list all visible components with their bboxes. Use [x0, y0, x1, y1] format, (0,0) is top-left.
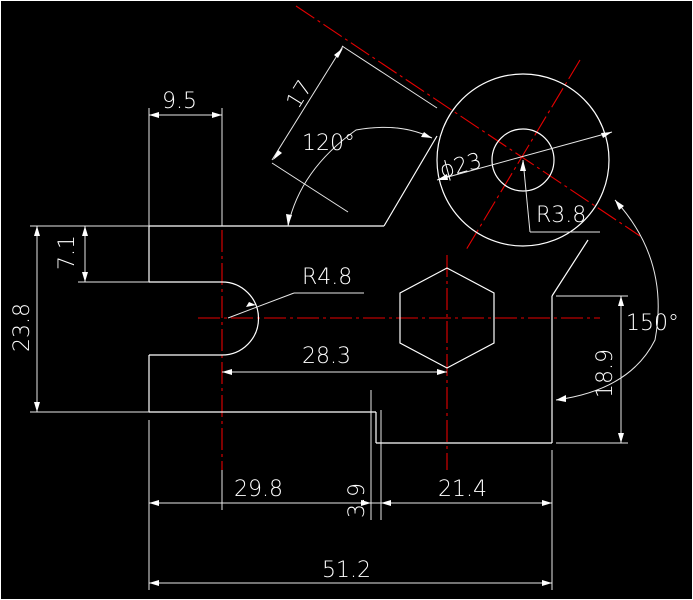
- dim-21-4: 21.4: [438, 477, 487, 502]
- inner-circle-r3-8: [491, 128, 555, 192]
- dim-17: 17: [282, 76, 318, 113]
- outer-circle: [436, 73, 610, 247]
- dimension-labels: 9.5 17 120° ϕ23 R3.8 7.1 23.8 R4.8 150° …: [10, 76, 679, 583]
- dim-angle-150: 150°: [626, 311, 679, 336]
- dim-diameter-23: ϕ23: [437, 149, 485, 184]
- dim-radius-4-8: R4.8: [302, 265, 352, 290]
- hexagon: [399, 267, 495, 369]
- dim-9-5: 9.5: [162, 89, 197, 114]
- dim-28-3: 28.3: [302, 344, 351, 369]
- dim-radius-3-8: R3.8: [536, 203, 586, 228]
- dim-29-8: 29.8: [234, 477, 283, 502]
- dim-3-9: 3.9: [345, 483, 370, 518]
- dim-7-1: 7.1: [55, 235, 80, 270]
- dimension-lines: [30, 45, 659, 590]
- angled-centerline: [295, 5, 641, 237]
- circle-diagonal-centerline: [465, 59, 581, 251]
- dim-51-2: 51.2: [322, 558, 371, 583]
- dim-angle-120: 120°: [302, 131, 355, 156]
- centerlines: [198, 5, 641, 470]
- slot-arc-r4-8: [221, 281, 260, 356]
- dim-23-8: 23.8: [10, 303, 35, 352]
- dim-18-9: 18.9: [593, 349, 618, 398]
- part-outline: [148, 135, 589, 444]
